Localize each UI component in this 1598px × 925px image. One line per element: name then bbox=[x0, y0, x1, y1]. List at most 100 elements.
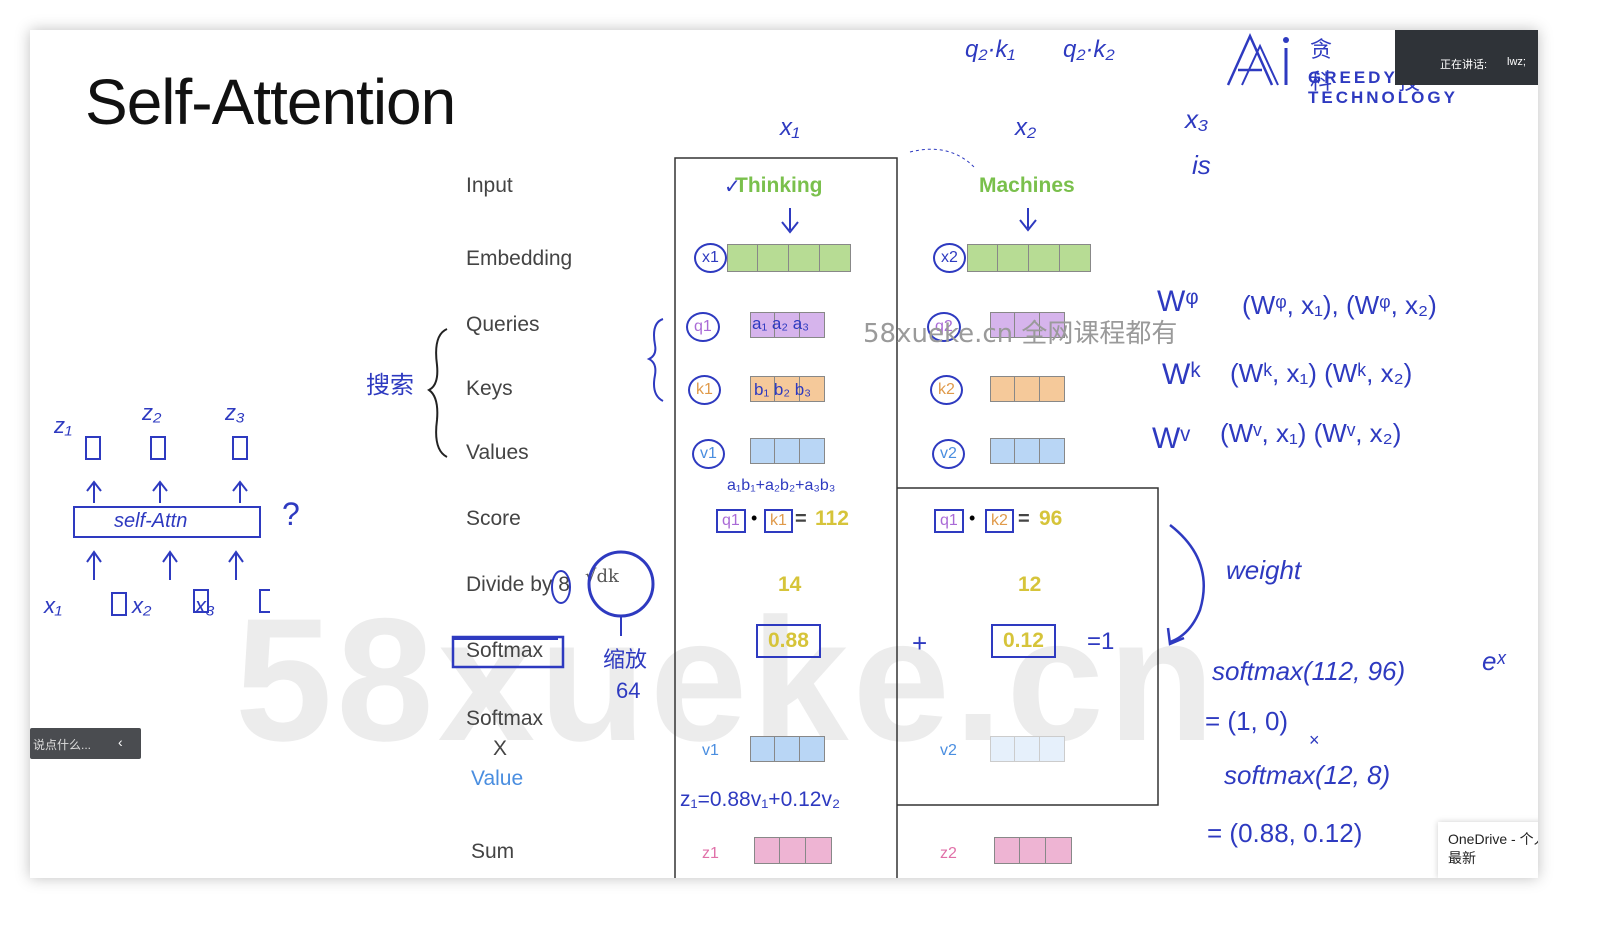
note-wv-pairs: (Wᵛ, x₁) (Wᵛ, x₂) bbox=[1220, 418, 1402, 448]
row-embedding: Embedding bbox=[466, 247, 573, 270]
sum-z2 bbox=[994, 837, 1072, 864]
plus-sign: + bbox=[912, 628, 928, 658]
note-weight: weight bbox=[1226, 555, 1302, 585]
row-softmax: Softmax bbox=[466, 639, 544, 662]
score-2: 96 bbox=[1039, 507, 1063, 530]
equals-a: = bbox=[795, 508, 807, 530]
dot-b: • bbox=[969, 508, 976, 528]
embedding-x2 bbox=[967, 244, 1091, 272]
row-divide: Divide by 8 bbox=[466, 573, 570, 596]
chat-input[interactable] bbox=[30, 728, 141, 759]
row-softmax-value-2: X bbox=[493, 737, 508, 760]
speaker-name: lwz; bbox=[1507, 56, 1526, 68]
q2-label: q2 bbox=[927, 312, 961, 342]
equals-b: = bbox=[1018, 508, 1030, 530]
query-q2 bbox=[990, 312, 1065, 338]
brand-logo bbox=[1220, 30, 1420, 105]
x2-label: x2 bbox=[933, 243, 966, 273]
check-icon: ✓ bbox=[724, 176, 741, 198]
score-k2: k2 bbox=[985, 509, 1014, 533]
note-wv: Wᵛ bbox=[1152, 422, 1190, 455]
chevron-left-icon[interactable]: ‹ bbox=[118, 734, 123, 750]
column-frames bbox=[674, 148, 1159, 878]
note-x2-top: x₂ bbox=[1015, 114, 1037, 141]
z1-label: z1 bbox=[702, 845, 719, 862]
note-x3: x₃ bbox=[1185, 104, 1209, 134]
query-q1 bbox=[750, 312, 825, 338]
brace-right bbox=[646, 318, 664, 402]
word-thinking: Thinking bbox=[735, 174, 823, 197]
row-input: Input bbox=[466, 174, 513, 197]
score-1: 112 bbox=[815, 507, 849, 530]
v2-weighted-label: v2 bbox=[940, 742, 957, 759]
row-softmax-value-3: Value bbox=[471, 767, 524, 790]
sqrt-dk: √dk bbox=[585, 566, 619, 587]
softmax-1: 0.88 bbox=[756, 624, 821, 658]
key-values-note: b₁ b₂ b₃ bbox=[754, 380, 812, 399]
score-k1: k1 bbox=[764, 509, 793, 533]
weight-brace bbox=[1166, 524, 1205, 646]
value-v2-weighted bbox=[990, 736, 1065, 762]
embedding-x1 bbox=[727, 244, 851, 272]
row-sum: Sum bbox=[471, 840, 515, 863]
note-question: ? bbox=[282, 496, 300, 532]
note-x-mark: × bbox=[1309, 730, 1320, 750]
value-v1-weighted bbox=[750, 736, 825, 762]
dot-a: • bbox=[751, 508, 758, 528]
note-softmax-1: softmax(112, 96) bbox=[1212, 656, 1406, 686]
onedrive-notification-text[interactable]: OneDrive - 个人 最新 bbox=[1448, 831, 1538, 866]
note-q2k2: q₂·k₂ bbox=[1063, 36, 1115, 63]
row-values: Values bbox=[466, 441, 529, 464]
speaker-overlay bbox=[1395, 30, 1538, 85]
note-softmax-4: = (0.88, 0.12) bbox=[1207, 818, 1363, 848]
slide-frame: 58xueke.cn Self-Attention 贪 心 科 技 GREEDY… bbox=[30, 30, 1538, 878]
self-attn-sketch bbox=[73, 436, 270, 616]
k1-label: k1 bbox=[688, 375, 721, 405]
note-z1: z₁ bbox=[54, 413, 72, 438]
watermark-small: 58xueke.cn 全网课程都有 bbox=[863, 319, 1178, 349]
divided-2: 12 bbox=[1018, 573, 1042, 596]
note-64: 64 bbox=[616, 678, 641, 703]
sum-z1 bbox=[754, 837, 832, 864]
chat-placeholder[interactable]: 说点什么... bbox=[33, 738, 92, 752]
speaking-label: 正在讲话: bbox=[1440, 59, 1488, 71]
note-ex: eˣ bbox=[1482, 646, 1506, 676]
note-q2k1: q₂·k₁ bbox=[965, 36, 1016, 63]
row-queries: Queries bbox=[466, 313, 540, 336]
brand-logo-icon bbox=[1226, 32, 1289, 86]
v2-label: v2 bbox=[932, 439, 965, 469]
note-z2: z₂ bbox=[142, 400, 162, 425]
value-v2 bbox=[990, 438, 1065, 464]
note-softmax-3: softmax(12, 8) bbox=[1224, 760, 1391, 790]
key-k1 bbox=[750, 376, 825, 402]
onedrive-notification[interactable] bbox=[1438, 822, 1538, 878]
divide-annotations bbox=[453, 550, 655, 640]
note-x3b: x₃ bbox=[195, 593, 215, 618]
value-v1 bbox=[750, 438, 825, 464]
note-x1: x₁ bbox=[44, 593, 62, 618]
note-wk: Wᵏ bbox=[1162, 358, 1201, 391]
softmax-box bbox=[451, 635, 565, 669]
z1-formula: z₁=0.88v₁+0.12v₂ bbox=[680, 788, 841, 811]
slide-title: Self-Attention bbox=[85, 66, 456, 138]
equals-one: =1 bbox=[1087, 628, 1115, 655]
brand-en: GREEDY TECHNOLOGY bbox=[1308, 68, 1458, 107]
note-self-attn: self-Attn bbox=[114, 510, 188, 532]
v1-label: v1 bbox=[692, 439, 725, 469]
key-k2 bbox=[990, 376, 1065, 402]
note-z3: z₃ bbox=[225, 400, 245, 425]
dot-product-expansion: a₁b₁+a₂b₂+a₃b₃ bbox=[727, 477, 836, 494]
brace-left bbox=[427, 328, 448, 458]
row-keys: Keys bbox=[466, 377, 513, 400]
z2-label: z2 bbox=[940, 845, 957, 862]
score-q1-a: q1 bbox=[716, 509, 746, 533]
note-wq-pairs: (Wᵠ, x₁), (Wᵠ, x₂) bbox=[1242, 290, 1437, 320]
note-softmax-2: = (1, 0) bbox=[1205, 706, 1289, 736]
note-x2: x₂ bbox=[132, 593, 152, 618]
q1-label: q1 bbox=[686, 312, 720, 342]
divided-1: 14 bbox=[778, 573, 802, 596]
note-wq: Wᵠ bbox=[1157, 285, 1199, 318]
x1-label: x1 bbox=[694, 243, 727, 273]
note-x1-top: x₁ bbox=[780, 114, 800, 141]
k2-label: k2 bbox=[930, 375, 963, 405]
